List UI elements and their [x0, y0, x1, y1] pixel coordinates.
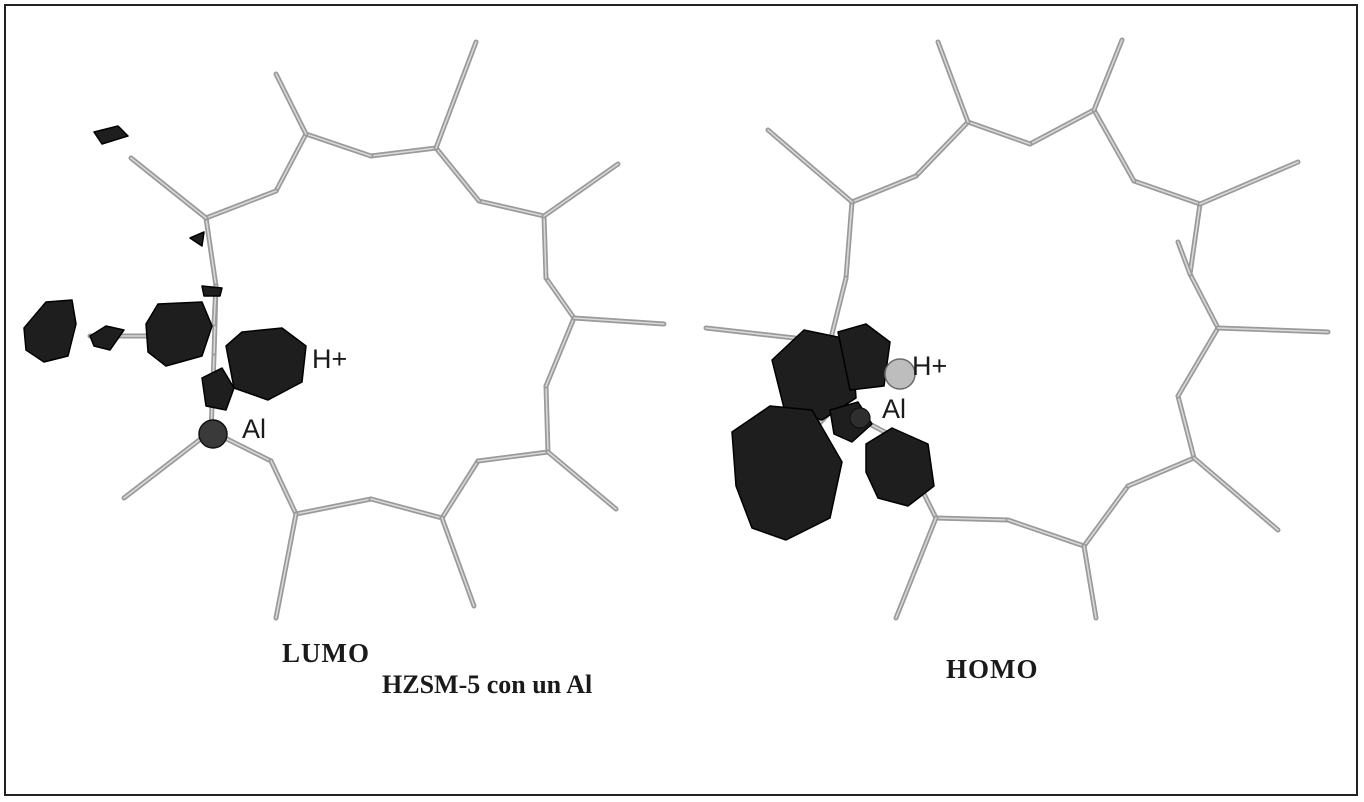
homo-bond-highlight	[895, 517, 937, 619]
homo-bond-highlight	[851, 175, 917, 203]
lumo-molecule-diagram	[23, 39, 667, 621]
lumo-bond-highlight	[130, 157, 207, 219]
lumo-panel: H+ Al LUMO	[6, 6, 686, 668]
homo-bond-highlight	[767, 129, 853, 203]
lumo-bond-highlight	[370, 498, 443, 519]
homo-bond-highlight	[1177, 327, 1219, 397]
lumo-bond-highlight	[441, 460, 479, 519]
homo-bond-highlight	[1193, 457, 1279, 531]
lumo-bond-highlight	[370, 147, 437, 157]
homo-bond-highlight	[1083, 485, 1129, 547]
lumo-bond-highlight	[205, 190, 277, 219]
lumo-bond-highlight	[305, 133, 372, 157]
homo-proton-atom	[884, 358, 916, 390]
figure-frame: H+ Al LUMO H+ Al HOMO HZSM-5 con un Al	[4, 4, 1358, 796]
lumo-zeolite-ring	[87, 39, 667, 621]
lumo-bond-highlight	[547, 451, 617, 510]
homo-aluminum-atom	[849, 407, 871, 429]
lumo-bond-highlight	[545, 277, 575, 319]
homo-bond-highlight	[1093, 39, 1123, 111]
lumo-bond-highlight	[435, 147, 480, 202]
homo-bond-highlight	[1189, 203, 1201, 275]
homo-atoms	[849, 358, 916, 429]
lumo-orbital-lobe	[201, 285, 223, 297]
homo-bond-highlight	[829, 277, 847, 343]
homo-orbital-lobe	[731, 405, 843, 541]
lumo-bond-highlight	[477, 451, 549, 462]
homo-zeolite-ring	[703, 37, 1331, 621]
homo-bond-highlight	[1029, 109, 1095, 145]
homo-orbital-lobes	[731, 323, 935, 541]
lumo-bond-highlight	[543, 215, 547, 279]
homo-panel: H+ Al HOMO	[688, 6, 1358, 684]
lumo-aluminum-atom	[198, 419, 228, 449]
lumo-proton-label: H+	[312, 344, 348, 374]
homo-bond-highlight	[967, 121, 1031, 145]
homo-bond-highlight	[1093, 109, 1135, 182]
lumo-orbital-lobe	[89, 325, 125, 351]
homo-label: HOMO	[946, 654, 1039, 684]
homo-bond-highlight	[1189, 273, 1219, 329]
homo-bond-highlight	[1083, 545, 1097, 619]
homo-molecule-diagram	[703, 37, 1331, 621]
homo-orbital-lobe	[837, 323, 891, 391]
lumo-orbital-lobe	[93, 125, 129, 145]
lumo-bond-highlight	[275, 513, 297, 619]
lumo-bond-highlight	[275, 73, 307, 135]
lumo-orbital-lobe	[189, 231, 205, 247]
lumo-bond-highlight	[478, 200, 545, 217]
homo-bond-highlight	[1127, 457, 1195, 487]
lumo-bond-highlight	[295, 498, 372, 515]
lumo-atoms	[198, 419, 228, 449]
lumo-orbital-lobes	[23, 125, 307, 411]
homo-orbital-lobe	[865, 427, 935, 507]
lumo-bond-highlight	[275, 133, 307, 192]
homo-bond-highlight	[1177, 395, 1195, 459]
lumo-orbital-lobe	[225, 327, 307, 401]
lumo-bond-highlight	[441, 517, 475, 607]
homo-bond-highlight	[1133, 180, 1201, 205]
lumo-orbital-lobe	[23, 299, 77, 363]
lumo-bond-highlight	[123, 430, 212, 499]
lumo-bond-highlight	[573, 317, 665, 325]
lumo-label: LUMO	[282, 638, 370, 668]
lumo-bond-highlight	[543, 163, 619, 217]
homo-proton-label: H+	[912, 351, 948, 381]
homo-bond-highlight	[937, 41, 969, 123]
homo-bond-highlight	[1177, 241, 1191, 275]
homo-bond-highlight	[935, 517, 1009, 521]
lumo-bond-highlight	[435, 41, 477, 149]
lumo-bond-highlight	[545, 317, 575, 387]
homo-bond-highlight	[845, 201, 853, 279]
lumo-aluminum-label: Al	[242, 414, 267, 444]
lumo-bond-highlight	[545, 385, 549, 453]
lumo-orbital-lobe	[201, 367, 235, 411]
homo-bond-highlight	[1007, 519, 1085, 547]
homo-aluminum-label: Al	[882, 394, 907, 424]
lumo-bond-highlight	[205, 217, 217, 287]
homo-bond-highlight	[1217, 327, 1329, 333]
lumo-orbital-lobe	[145, 301, 213, 367]
lumo-bond-highlight	[270, 460, 297, 515]
figure-caption: HZSM-5 con un Al	[382, 670, 593, 699]
homo-bond-highlight	[1199, 161, 1299, 205]
homo-bond-highlight	[915, 121, 969, 177]
